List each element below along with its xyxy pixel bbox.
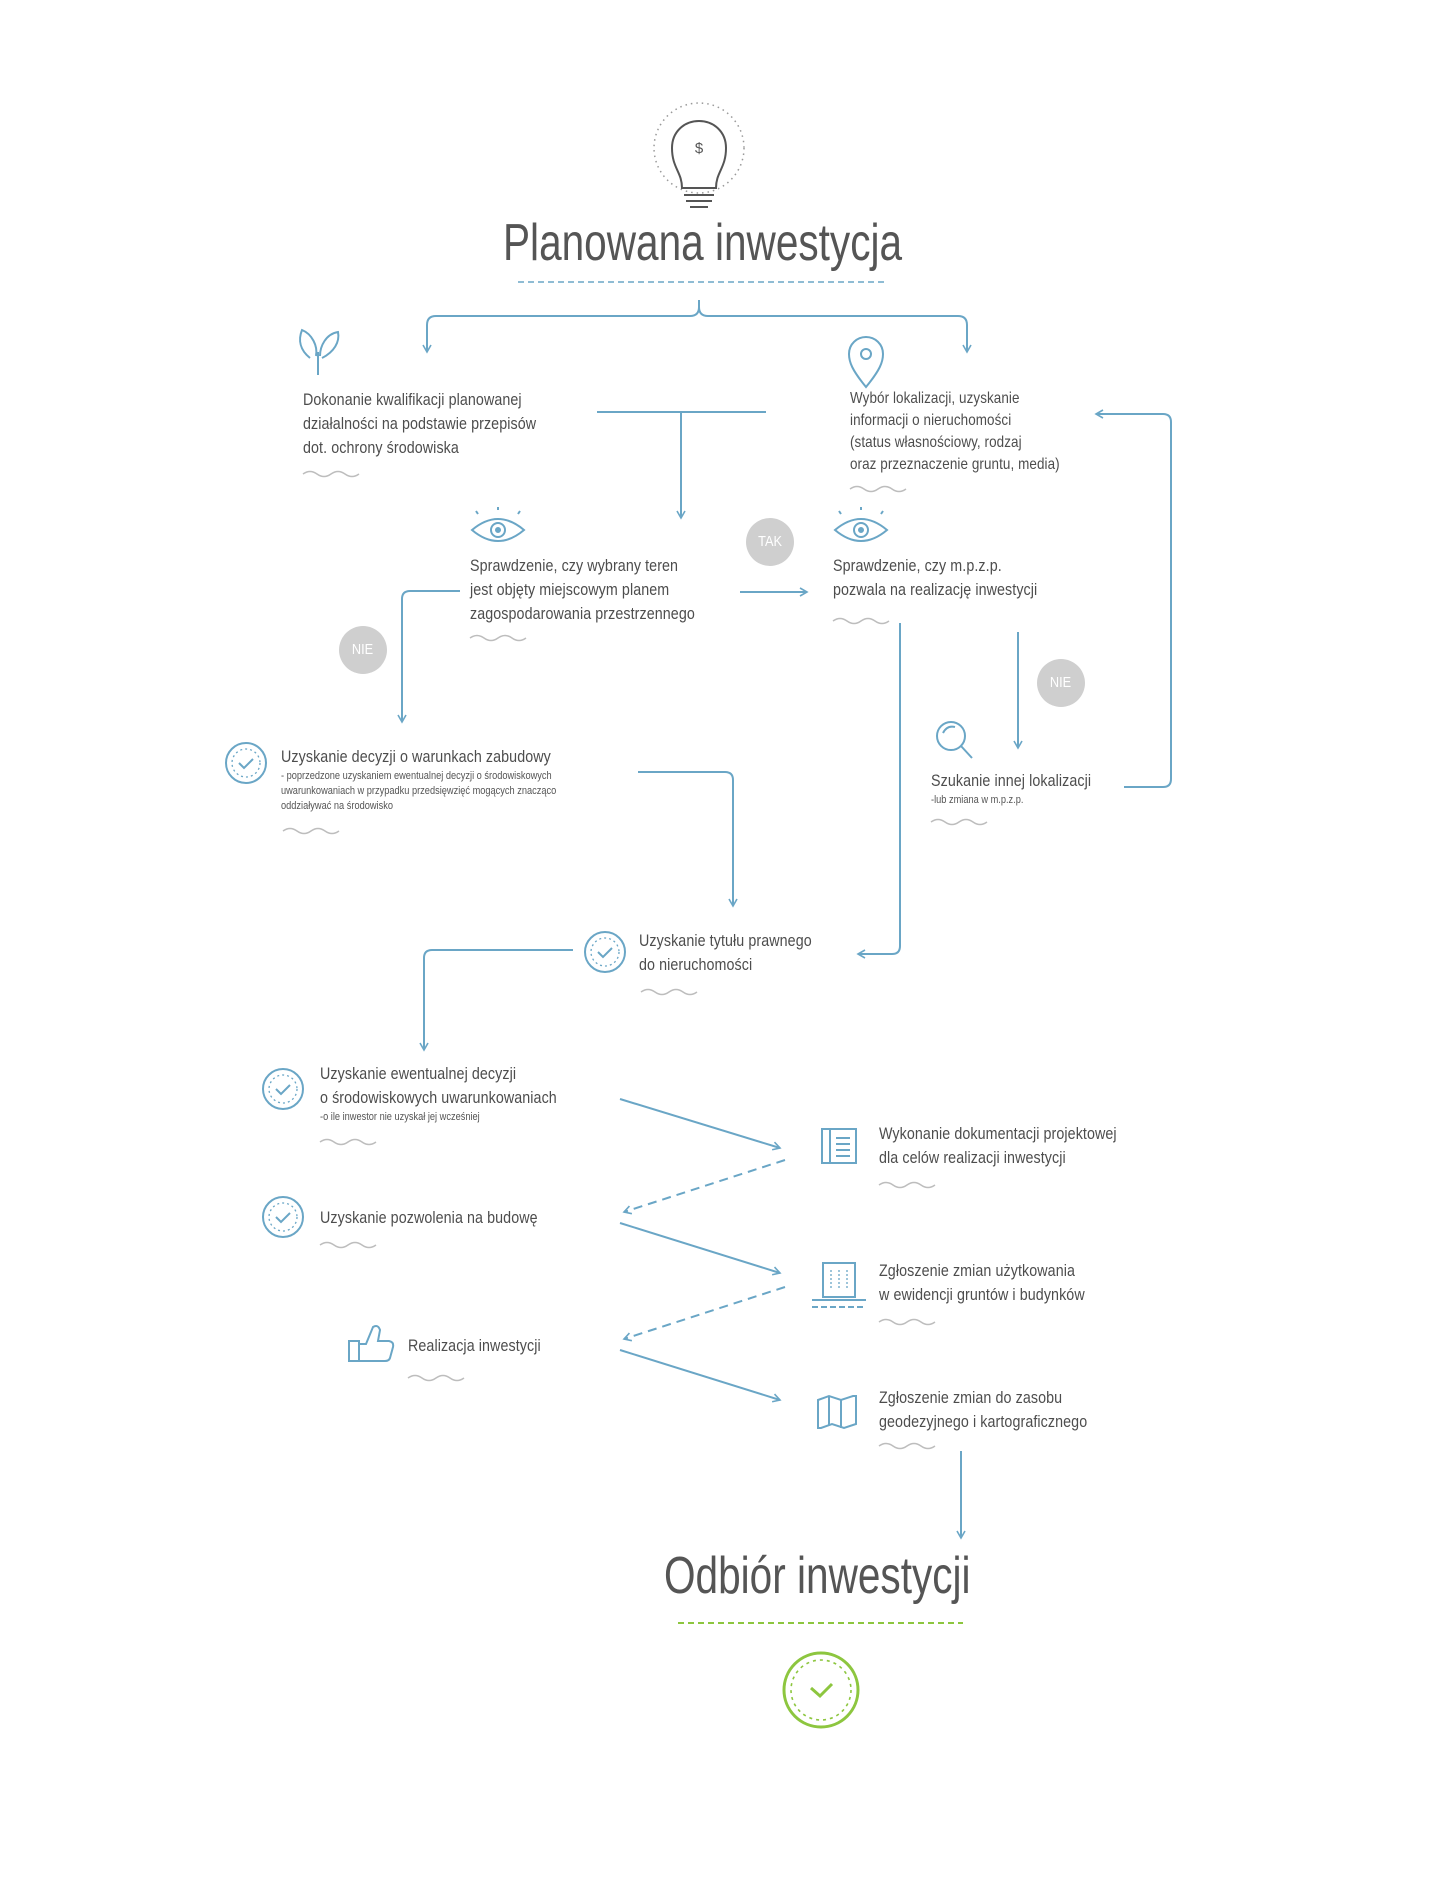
lightbulb-icon: $	[653, 102, 745, 208]
check-circle-icon	[262, 1068, 304, 1110]
yes-badge: TAK	[746, 518, 794, 566]
final-title: Odbiór inwestycji	[664, 1547, 971, 1605]
step-sprawdzenie-plan: Sprawdzenie, czy wybrany teren jest obję…	[470, 554, 750, 626]
step-zasob: Zgłoszenie zmian do zasobu geodezyjnego …	[879, 1386, 1199, 1434]
check-circle-icon	[225, 742, 267, 784]
no-badge: NIE	[339, 626, 387, 674]
no-badge: NIE	[1037, 659, 1085, 707]
step-tytul-prawny: Uzyskanie tytułu prawnego do nieruchomoś…	[639, 929, 879, 977]
final-check-icon	[782, 1651, 860, 1729]
step-text: Sprawdzenie, czy wybrany teren jest obję…	[470, 556, 695, 623]
map-icon	[817, 1394, 857, 1430]
step-text: Uzyskanie pozwolenia na budowę	[320, 1208, 538, 1227]
location-pin-icon	[847, 335, 885, 389]
connectors	[397, 409, 1172, 1540]
step-subtext: -lub zmiana w m.p.z.p.	[931, 794, 1024, 806]
check-circle-icon	[262, 1196, 304, 1238]
step-text: Dokonanie kwalifikacji planowanej działa…	[303, 390, 537, 457]
thumbs-up-icon	[348, 1325, 395, 1362]
squiggles	[282, 470, 988, 1450]
search-icon	[936, 721, 973, 759]
step-subtext: - poprzedzone uzyskaniem ewentualnej dec…	[281, 770, 557, 812]
step-warunki-zabudowy: Uzyskanie decyzji o warunkach zabudowy -…	[281, 745, 701, 814]
step-subtext: -o ile inwestor nie uzyskał jej wcześnie…	[320, 1111, 480, 1123]
eye-icon	[470, 507, 526, 542]
step-uzytkowanie: Zgłoszenie zmian użytkowania w ewidencji…	[879, 1259, 1199, 1307]
step-text: Zgłoszenie zmian do zasobu geodezyjnego …	[879, 1388, 1088, 1431]
step-kwalifikacja: Dokonanie kwalifikacji planowanej działa…	[303, 388, 583, 460]
step-text: Uzyskanie decyzji o warunkach zabudowy	[281, 747, 551, 766]
step-lokalizacja: Wybór lokalizacji, uzyskanie informacji …	[850, 388, 1140, 476]
step-dokumentacja: Wykonanie dokumentacji projektowej dla c…	[879, 1122, 1199, 1170]
page-title: Planowana inwestycja	[503, 214, 903, 272]
step-text: Wykonanie dokumentacji projektowej dla c…	[879, 1124, 1117, 1167]
step-text: Uzyskanie ewentualnej decyzji o środowis…	[320, 1064, 557, 1107]
check-circle-icon	[584, 931, 626, 973]
step-sprawdzenie-mpzp: Sprawdzenie, czy m.p.z.p. pozwala na rea…	[833, 554, 1113, 602]
step-text: Szukanie innej lokalizacji	[931, 771, 1092, 790]
dashed-connectors	[622, 1159, 786, 1342]
step-text: Zgłoszenie zmian użytkowania w ewidencji…	[879, 1261, 1085, 1304]
step-pozwolenie: Uzyskanie pozwolenia na budowę	[320, 1206, 640, 1230]
step-text: Realizacja inwestycji	[408, 1336, 541, 1355]
document-icon	[821, 1128, 857, 1164]
building-icon	[812, 1262, 866, 1308]
step-szukanie: Szukanie innej lokalizacji -lub zmiana w…	[931, 769, 1151, 808]
step-decyzja-srodowiskowa: Uzyskanie ewentualnej decyzji o środowis…	[320, 1062, 640, 1125]
step-text: Sprawdzenie, czy m.p.z.p. pozwala na rea…	[833, 556, 1038, 599]
step-realizacja: Realizacja inwestycji	[408, 1334, 628, 1358]
eye-icon	[833, 507, 889, 542]
step-text: Uzyskanie tytułu prawnego do nieruchomoś…	[639, 931, 812, 974]
leaf-icon	[299, 328, 340, 375]
top-brace	[422, 300, 972, 354]
step-text: Wybór lokalizacji, uzyskanie informacji …	[850, 390, 1060, 473]
svg-text:$: $	[695, 140, 704, 157]
